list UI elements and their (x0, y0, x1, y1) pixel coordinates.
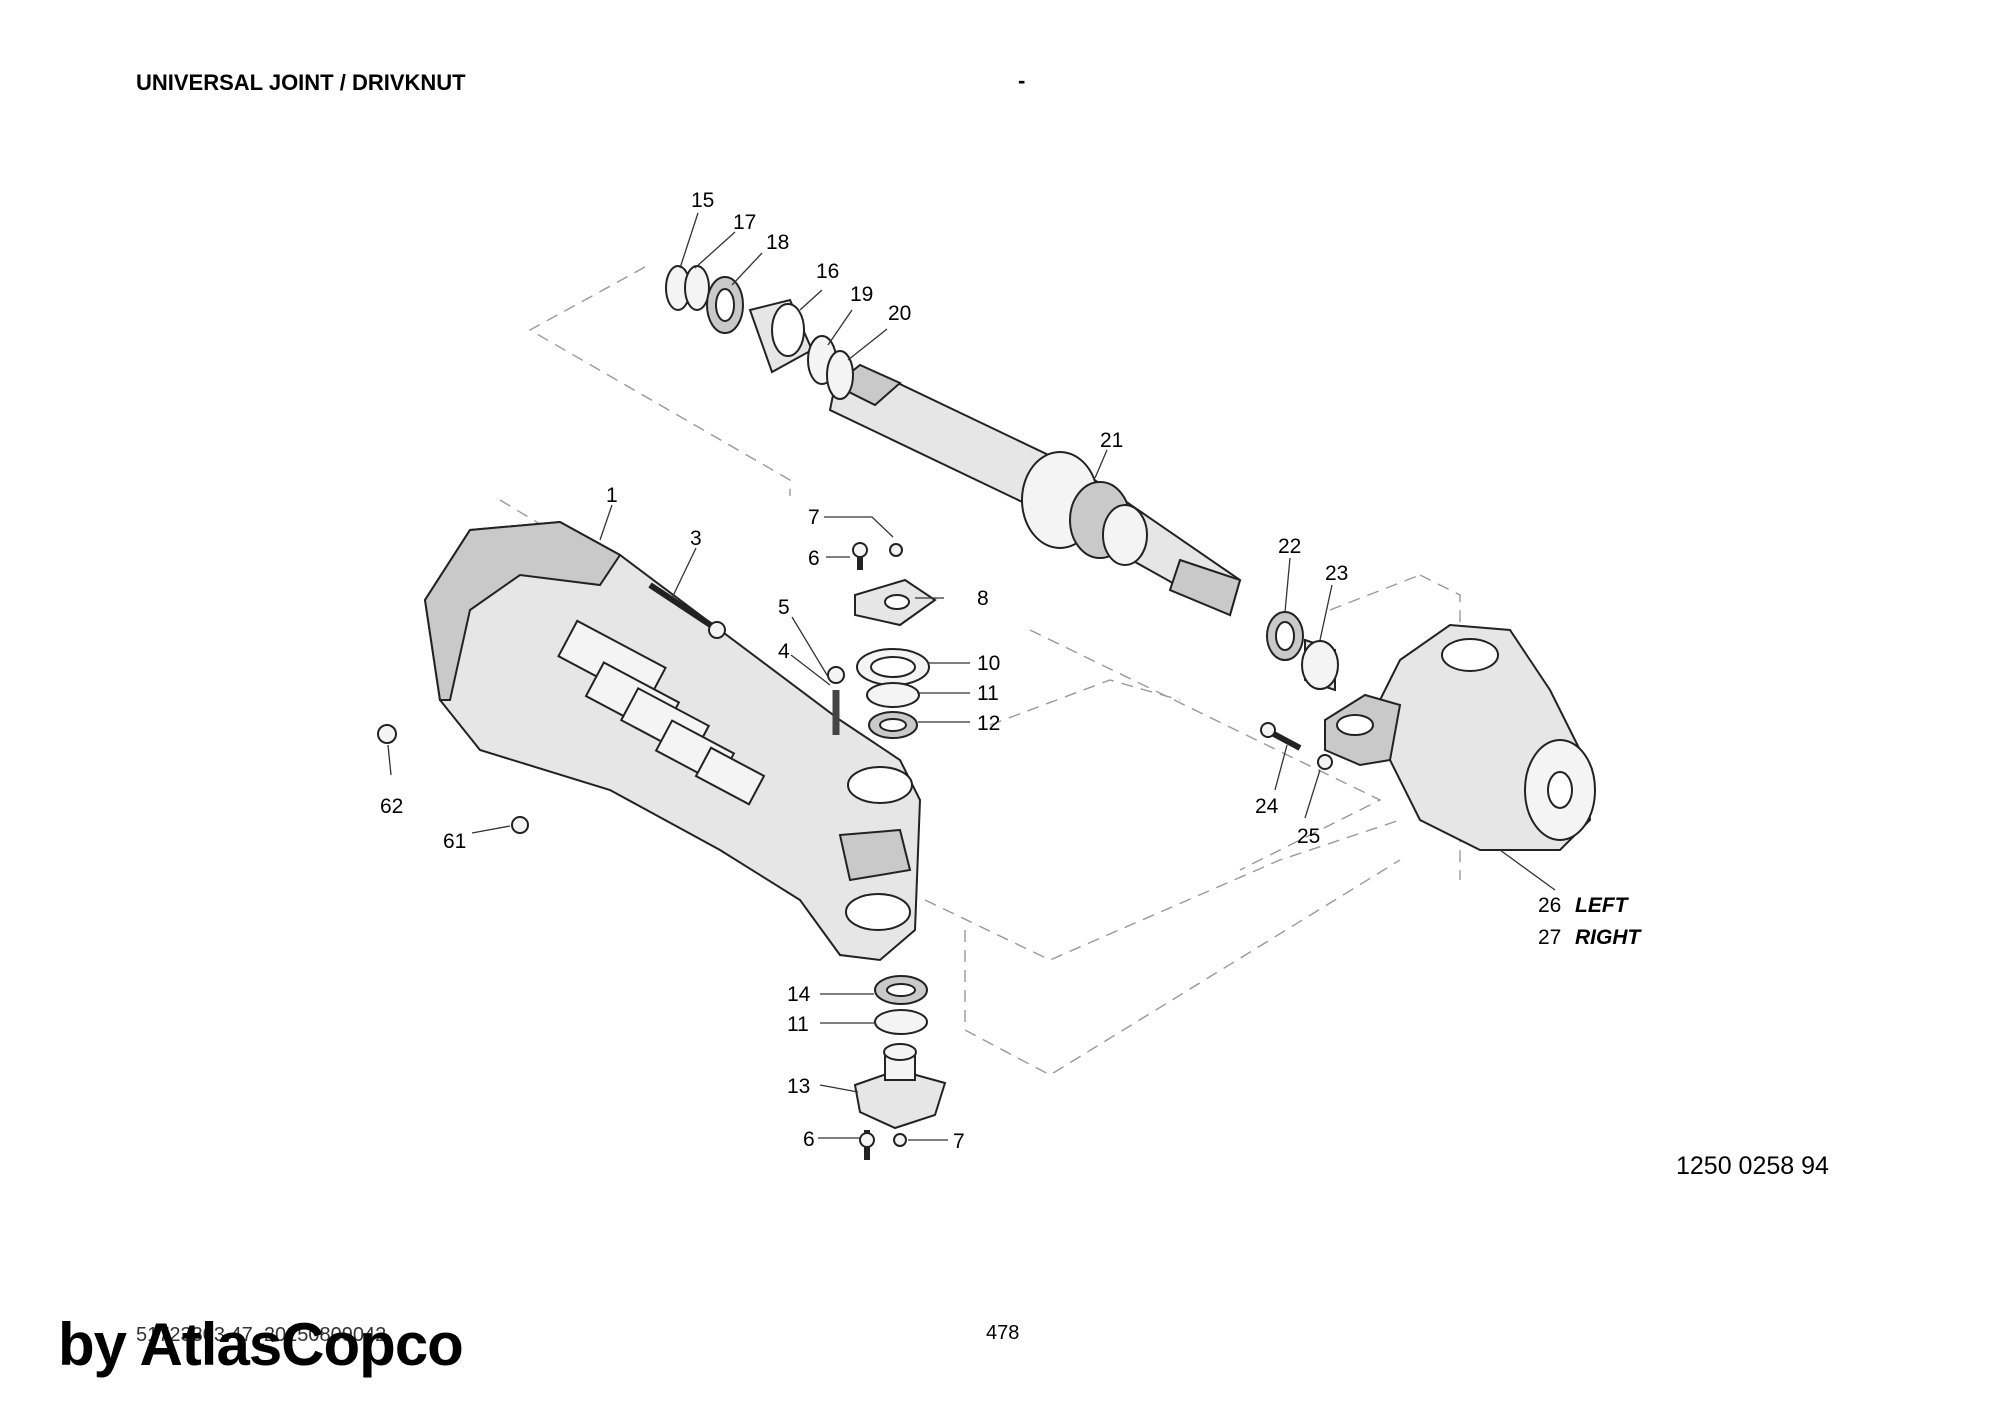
callout-61: 61 (443, 830, 466, 853)
callout-15: 15 (691, 189, 714, 212)
drawing-number: 1250 0258 94 (1676, 1152, 1829, 1180)
leader-lines (387, 212, 1556, 1141)
callout-62: 62 (380, 795, 403, 818)
drive-shaft (828, 363, 1242, 617)
page-title: UNIVERSAL JOINT / DRIVKNUT (136, 70, 466, 95)
side-label-left: LEFT (1575, 894, 1630, 917)
callout-3: 3 (690, 527, 702, 550)
callout-26: 26 (1538, 894, 1561, 917)
lower-kingpin-parts (853, 975, 947, 1130)
axle-housing (423, 520, 922, 962)
title-separator: - (1018, 68, 1026, 93)
callout-23: 23 (1325, 562, 1348, 585)
callout-4: 4 (778, 640, 790, 663)
bushings (1266, 611, 1339, 692)
callout-22: 22 (1278, 535, 1301, 558)
steering-knuckle (1324, 623, 1596, 851)
callout-numbers: 1 3 4 5 7 6 8 10 11 12 14 11 13 6 7 15 1… (380, 189, 1643, 1153)
callout-11-bottom: 11 (787, 1013, 809, 1036)
callout-7-top: 7 (808, 506, 820, 529)
callout-12: 12 (977, 712, 1000, 735)
upper-kingpin-parts (854, 578, 937, 739)
document-id: 51723303 47_20250809042 (136, 1324, 387, 1346)
bearing-stack (665, 265, 854, 400)
callout-19: 19 (850, 283, 873, 306)
callout-5: 5 (778, 596, 790, 619)
callout-17: 17 (733, 211, 756, 234)
callout-6-top: 6 (808, 547, 820, 570)
callout-25: 25 (1297, 825, 1320, 848)
side-label-right: RIGHT (1575, 926, 1643, 949)
callout-16: 16 (816, 260, 839, 283)
brand-watermark: by AtlasCopco (58, 1311, 464, 1378)
page-number: 478 (986, 1322, 1020, 1344)
callout-8: 8 (977, 587, 989, 610)
fasteners (377, 542, 1333, 1160)
callout-6-bottom: 6 (803, 1128, 815, 1151)
callout-13: 13 (787, 1075, 810, 1098)
callout-24: 24 (1255, 795, 1279, 818)
callout-20: 20 (888, 302, 911, 325)
callout-11-top: 11 (977, 682, 999, 705)
callout-14: 14 (787, 983, 811, 1006)
callout-18: 18 (766, 231, 789, 254)
callout-10: 10 (977, 652, 1000, 675)
callout-21: 21 (1100, 429, 1123, 452)
callout-7-bottom: 7 (953, 1130, 965, 1153)
callout-27: 27 (1538, 926, 1561, 949)
callout-1: 1 (606, 484, 618, 507)
